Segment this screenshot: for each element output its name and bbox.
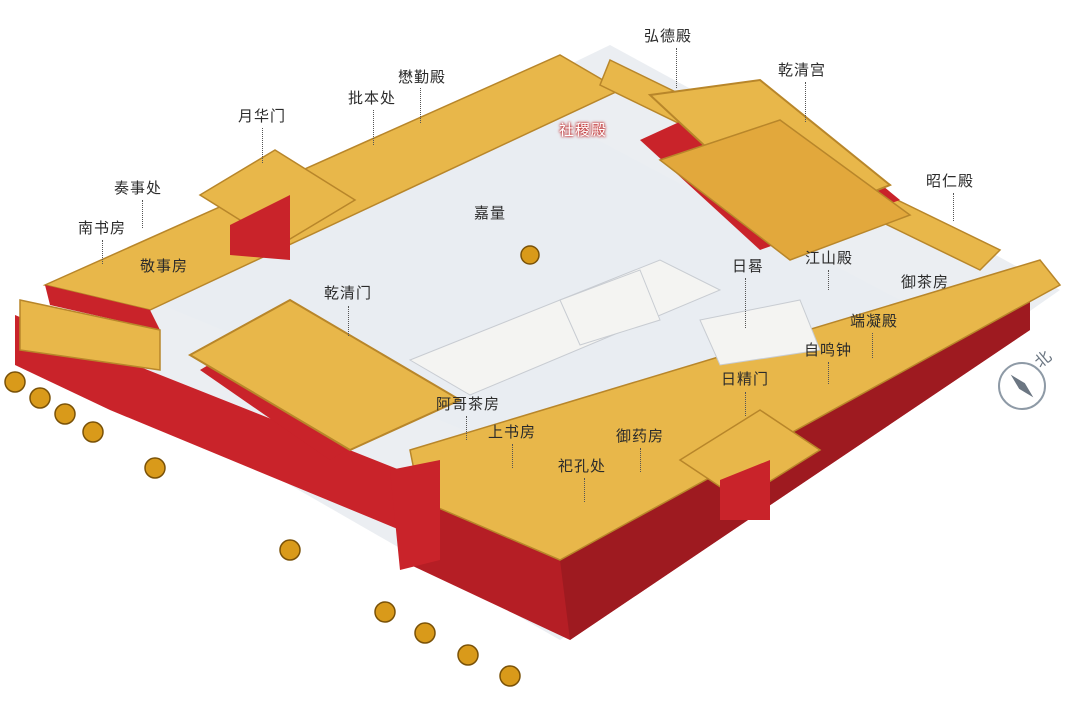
label-duanning-hall: 端凝殿 bbox=[849, 312, 899, 330]
label-age-tea-room: 阿哥茶房 bbox=[435, 395, 501, 413]
label-rijing-gate: 日精门 bbox=[720, 370, 770, 388]
label-zoushi-office: 奏事处 bbox=[113, 179, 163, 197]
compass-icon bbox=[998, 362, 1046, 410]
label-hongde-hall: 弘德殿 bbox=[643, 27, 693, 45]
label-chime-clock: 自鸣钟 bbox=[803, 341, 853, 359]
label-qianqing-gate: 乾清门 bbox=[323, 284, 373, 302]
bronze-vats bbox=[4, 245, 540, 687]
label-jingshi-room: 敬事房 bbox=[139, 257, 189, 275]
label-shangshu-room: 上书房 bbox=[487, 423, 537, 441]
label-maoqin-hall: 懋勤殿 bbox=[397, 68, 447, 86]
label-yuehua-gate: 月华门 bbox=[237, 107, 287, 125]
label-zhaoren-hall: 昭仁殿 bbox=[925, 172, 975, 190]
label-sikong-office: 祀孔处 bbox=[557, 457, 607, 475]
label-jiangshan-hall: 江山殿 bbox=[804, 249, 854, 267]
label-imperial-pharmacy: 御药房 bbox=[615, 427, 665, 445]
label-sheji-hall: 社稷殿 bbox=[558, 121, 608, 139]
label-piben-office: 批本处 bbox=[347, 89, 397, 107]
label-nanshu-room: 南书房 bbox=[77, 219, 127, 237]
label-jialiang: 嘉量 bbox=[473, 204, 507, 222]
label-imperial-tea-room: 御茶房 bbox=[900, 273, 950, 291]
label-qianqing-palace: 乾清宫 bbox=[777, 61, 827, 79]
label-sundial: 日晷 bbox=[731, 257, 765, 275]
